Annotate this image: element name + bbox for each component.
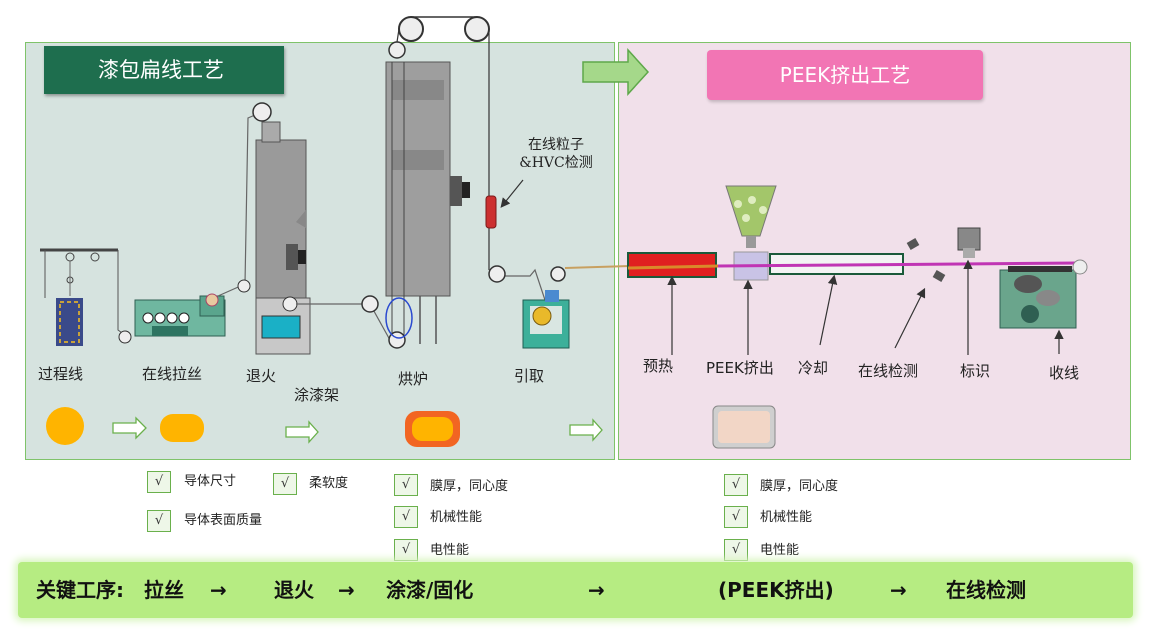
marking-head-icon [957, 227, 981, 258]
check-mark-icon: √ [394, 539, 418, 561]
key-step-coating: 涂漆/固化 [386, 578, 474, 602]
step-arrow: → [210, 578, 227, 602]
step-arrow: → [890, 578, 907, 602]
inspection-sensor-icon [485, 195, 497, 229]
traction-label: 引取 [514, 367, 545, 385]
conductor-size-item: 导体尺寸 [184, 474, 237, 489]
check-mark-icon: √ [724, 539, 748, 561]
step-arrow: → [338, 578, 355, 602]
key-process-bar: 关键工序: 拉丝 → 退火 → 涂漆/固化 → (PEEK挤出) → 在线检测 [18, 562, 1133, 618]
marking-label: 标识 [960, 362, 991, 380]
key-step-drawing: 拉丝 [144, 578, 184, 602]
conductor-surface-item: 导体表面质量 [184, 513, 263, 528]
softness-item: 柔软度 [309, 476, 349, 491]
check-mark-icon: √ [394, 474, 418, 496]
key-process-label: 关键工序: [36, 578, 124, 602]
step-arrow: → [588, 578, 605, 602]
flow-arrow-icon [285, 420, 319, 444]
process-wire-stand-icon [40, 248, 126, 346]
online-detection-label: 在线检测 [858, 362, 919, 380]
check-mark-icon: √ [394, 506, 418, 528]
check-mark-icon: √ [724, 474, 748, 496]
winding-label: 收线 [1049, 364, 1080, 382]
mechanical-item: 机械性能 [760, 510, 813, 525]
enameled-wire-process-title: 漆包扁线工艺 [44, 46, 284, 94]
peek-extrusion-process-title: PEEK挤出工艺 [707, 50, 983, 100]
coating-rack-icon [385, 297, 413, 339]
winding-machine-icon [999, 259, 1088, 329]
preheat-label: 预热 [643, 357, 674, 375]
electrical-item: 电性能 [760, 543, 800, 558]
round-wire-section-icon [46, 407, 84, 445]
transfer-arrow-icon [582, 48, 650, 96]
flat-wire-section-icon [160, 414, 204, 442]
detection-sensor-icon [906, 238, 946, 282]
check-mark-icon: √ [724, 506, 748, 528]
key-step-extrusion: (PEEK挤出) [718, 578, 834, 602]
check-mark-icon: √ [273, 473, 297, 495]
key-step-annealing: 退火 [274, 578, 314, 602]
check-mark-icon: √ [147, 471, 171, 493]
inspection-label: 在线粒子&HVC检测 [519, 137, 593, 171]
cooling-label: 冷却 [798, 359, 829, 377]
drawing-machine-icon [118, 293, 226, 344]
drawing-label: 在线拉丝 [142, 365, 203, 383]
flow-arrow-icon [112, 416, 147, 440]
annealing-label: 退火 [246, 367, 277, 385]
coating-rack-label: 涂漆架 [294, 386, 340, 404]
enameled-wire-process-panel [25, 42, 615, 460]
annealing-furnace-icon [237, 102, 311, 355]
check-mark-icon: √ [147, 510, 171, 532]
oven-label: 烘炉 [398, 370, 429, 388]
film-thickness-item: 膜厚，同心度 [430, 479, 509, 494]
peek-wire-section-icon [712, 405, 776, 449]
mechanical-item: 机械性能 [430, 510, 483, 525]
flow-arrow-icon [569, 418, 603, 442]
key-step-detection: 在线检测 [946, 578, 1026, 602]
extrusion-label: PEEK挤出 [706, 359, 774, 377]
process-wire-label: 过程线 [38, 365, 84, 383]
enameled-wire-section-icon [405, 411, 460, 447]
oven-icon [385, 16, 490, 349]
peek-extrusion-process-panel [618, 42, 1131, 460]
electrical-item: 电性能 [430, 543, 470, 558]
traction-unit-icon [522, 266, 570, 349]
film-thickness-item: 膜厚，同心度 [760, 479, 839, 494]
